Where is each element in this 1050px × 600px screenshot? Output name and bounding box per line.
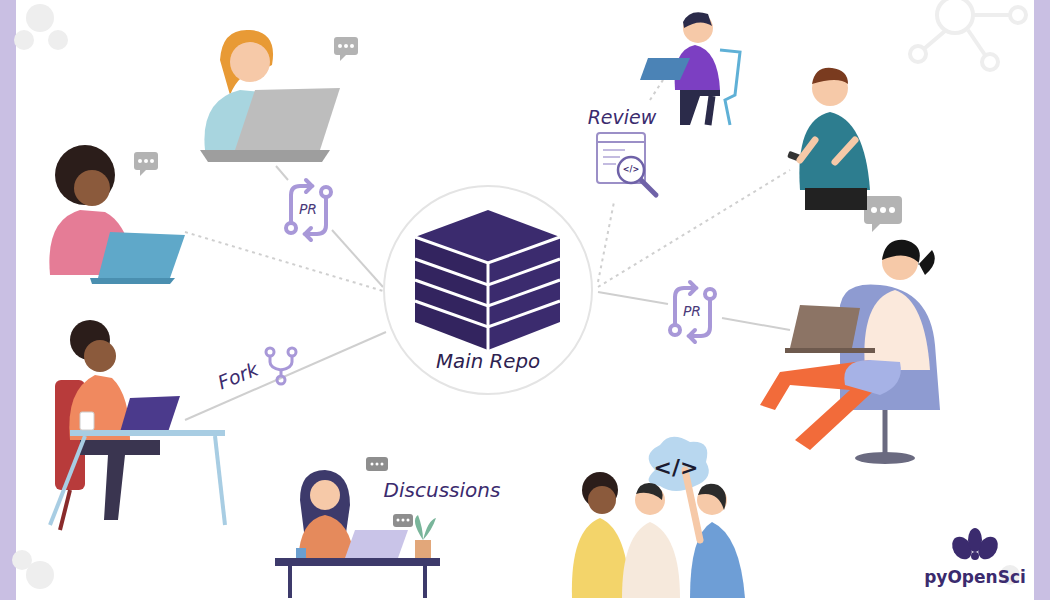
person-figure: [50, 320, 225, 530]
people-group: [572, 437, 745, 598]
person-figure: [787, 68, 870, 210]
network-decoration: [910, 0, 1026, 70]
logo-mark: [948, 528, 1002, 563]
side-bar: [1034, 0, 1050, 600]
discussions-label: Discussions: [384, 479, 501, 501]
person-figure: [760, 240, 940, 464]
code-symbol: </>: [654, 456, 699, 480]
repo-circle: Main Repo: [383, 185, 593, 395]
corner-decoration: [12, 4, 1020, 589]
pr-label: PR: [683, 304, 701, 319]
side-bar: [0, 0, 16, 600]
repo-stack-icon: [415, 210, 560, 350]
pr-icon: [286, 180, 331, 240]
pr-label: PR: [299, 202, 317, 217]
code-symbol: </>: [623, 166, 639, 175]
chat-bubble: [134, 37, 902, 527]
person-figure: [200, 30, 340, 162]
review-label: Review: [588, 107, 657, 128]
fork-label: Fork: [215, 359, 261, 394]
connection-lines: [185, 66, 790, 420]
logo-text: pyOpenSci: [924, 568, 1026, 587]
review-icon: [597, 133, 656, 195]
fork-icon: [266, 348, 296, 384]
node-text: Main Repo: [385, 351, 591, 373]
pr-icon: [670, 282, 715, 342]
person-figure: [49, 145, 185, 284]
